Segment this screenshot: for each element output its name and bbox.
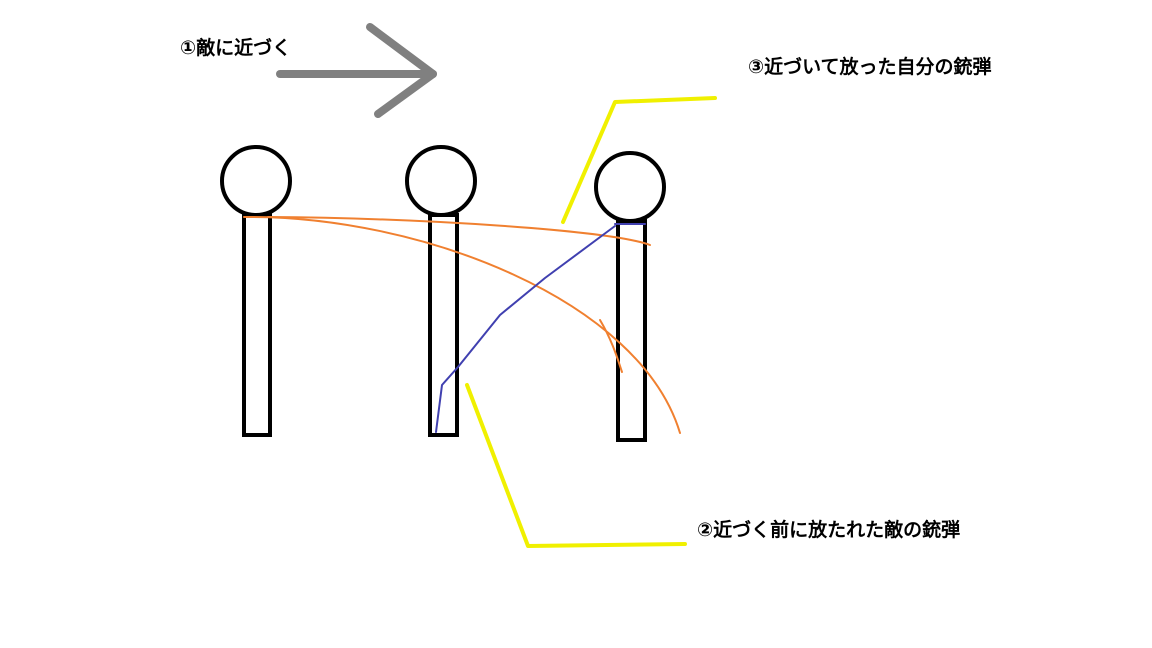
figure-left-head bbox=[220, 145, 292, 217]
figure-right-head bbox=[594, 151, 666, 223]
enemy-bullet-paths bbox=[243, 215, 681, 434]
stick-figure-middle bbox=[405, 145, 477, 437]
direction-arrow bbox=[276, 23, 437, 118]
callout-enemy-bullet bbox=[465, 383, 687, 548]
enemy-bullet-arc-short bbox=[267, 216, 651, 246]
callout-own-bullet bbox=[561, 96, 717, 224]
figure-middle-body bbox=[428, 213, 459, 437]
approach-label: ①敵に近づく bbox=[180, 37, 292, 59]
arrow-head bbox=[366, 23, 437, 118]
figure-left-body bbox=[242, 213, 272, 437]
own-bullet-line bbox=[435, 225, 616, 433]
stick-figure-left bbox=[220, 145, 292, 437]
callout-lines bbox=[465, 96, 717, 548]
own-bullet-path bbox=[435, 223, 646, 433]
stick-figure-right bbox=[594, 151, 666, 442]
figure-middle-head bbox=[405, 145, 477, 217]
own-bullet-label: ③近づいて放った自分の銃弾 bbox=[748, 56, 992, 78]
enemy-bullet-label: ②近づく前に放たれた敵の銃弾 bbox=[697, 519, 961, 541]
figure-right-body bbox=[616, 219, 647, 442]
enemy-bullet-arc-inner bbox=[599, 319, 623, 373]
enemy-bullet-arc-long bbox=[243, 215, 681, 434]
